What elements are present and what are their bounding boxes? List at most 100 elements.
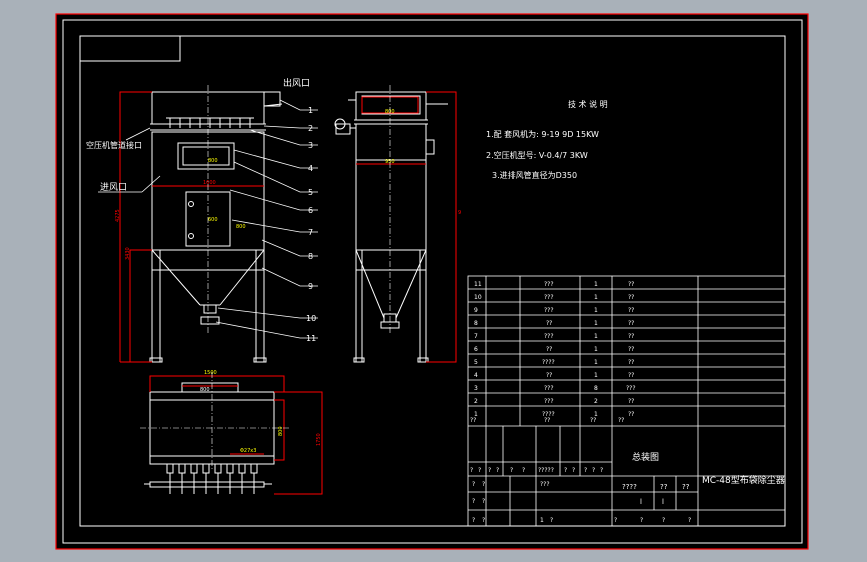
svg-text:3: 3: [474, 385, 478, 392]
table-row: 4??1??: [474, 372, 634, 379]
callout-11: 11: [306, 334, 316, 343]
callout-8: 8: [308, 252, 313, 261]
svg-text:??: ??: [546, 320, 552, 327]
table-row: 2???2??: [474, 398, 634, 405]
svg-text:??: ??: [544, 417, 550, 424]
dim-height-c: 9: [458, 210, 461, 216]
svg-text:5: 5: [474, 359, 478, 366]
table-row: 7???1??: [474, 333, 634, 340]
callout-leaders: [215, 99, 318, 339]
callout-4: 4: [308, 164, 313, 173]
callout-7: 7: [308, 228, 313, 237]
svg-text:11: 11: [474, 281, 482, 288]
scale-cell-2: ??: [660, 483, 668, 491]
svg-text:?: ?: [488, 467, 491, 474]
svg-text:?: ?: [584, 467, 587, 474]
svg-text:???: ???: [544, 307, 554, 314]
svg-text:??: ??: [628, 307, 634, 314]
svg-text:?????: ?????: [538, 467, 554, 474]
air-header-label: 空压机管道接口: [86, 140, 142, 150]
svg-text:8: 8: [594, 385, 598, 392]
svg-text:1: 1: [594, 294, 598, 301]
tech-note-1: 1.配 套风机为: 9-19 9D 15KW: [486, 129, 599, 139]
tech-note-2: 2.空压机型号: V-0.4/7 3KW: [486, 150, 588, 160]
outlet-label: 出风口: [283, 77, 310, 89]
svg-text:7: 7: [474, 333, 478, 340]
dim-door-height: 800: [236, 224, 246, 230]
svg-text:?: ?: [472, 481, 475, 488]
svg-text:??: ??: [470, 417, 476, 424]
table-row: 10???1??: [474, 294, 634, 301]
svg-text:??: ??: [546, 372, 552, 379]
side-elevation: [334, 91, 448, 363]
l-mark-2: l: [662, 498, 664, 506]
svg-text:???: ???: [540, 481, 550, 488]
title-header-row: ? ? ? ? ? ? ????? ? ? ? ? ?: [470, 467, 603, 474]
dim-plan-inner: 800: [278, 426, 284, 436]
scale-cell-3: ??: [682, 483, 690, 491]
svg-text:??: ??: [628, 398, 634, 405]
drawing-frame: [62, 19, 803, 544]
dim-height-a: 4275: [115, 209, 121, 222]
svg-text:?: ?: [478, 467, 481, 474]
dim-inlet-width: 800: [208, 158, 218, 164]
svg-text:??: ??: [628, 372, 634, 379]
callout-10: 10: [306, 314, 316, 323]
svg-text:1: 1: [594, 346, 598, 353]
svg-text:9: 9: [474, 307, 478, 314]
svg-text:2: 2: [594, 398, 598, 405]
dim-door-width: 600: [208, 217, 218, 223]
svg-text:??: ??: [628, 281, 634, 288]
svg-text:??: ??: [628, 333, 634, 340]
callout-3: 3: [308, 141, 313, 150]
svg-text:?: ?: [470, 467, 473, 474]
code-box: [79, 35, 181, 62]
svg-text:?: ?: [600, 467, 603, 474]
parts-table-rows: 11???1?? 10???1?? 9???1?? 8??1?? 7???1??…: [470, 281, 636, 424]
svg-text:2: 2: [474, 398, 478, 405]
callout-2: 2: [308, 124, 313, 133]
svg-text:??: ??: [628, 294, 634, 301]
product-name: MC-48型布袋除尘器: [702, 474, 785, 486]
dim-plan-width: 1500: [204, 370, 217, 376]
svg-text:??: ??: [546, 346, 552, 353]
svg-text:???: ???: [544, 385, 554, 392]
svg-text:????: ????: [542, 411, 555, 418]
table-row: 9??? 1??: [474, 307, 634, 314]
title-bottom-row: ? ? ? ?: [614, 517, 691, 524]
svg-text:10: 10: [474, 294, 482, 301]
svg-text:?: ?: [496, 467, 499, 474]
svg-text:?: ?: [662, 517, 665, 524]
svg-text:1: 1: [540, 517, 544, 524]
svg-text:1: 1: [594, 359, 598, 366]
l-mark-1: l: [640, 498, 642, 506]
svg-text:?: ?: [564, 467, 567, 474]
svg-text:1: 1: [474, 411, 478, 418]
svg-text:?: ?: [472, 498, 475, 505]
table-row: 6??1??: [474, 346, 634, 353]
svg-text:?: ?: [572, 467, 575, 474]
table-row: 11??? 1??: [474, 281, 634, 288]
svg-text:1: 1: [594, 281, 598, 288]
svg-text:??: ??: [628, 411, 634, 418]
svg-text:???: ???: [544, 281, 554, 288]
svg-text:?: ?: [688, 517, 691, 524]
svg-text:1: 1: [594, 320, 598, 327]
svg-text:1: 1: [594, 411, 598, 418]
svg-text:??: ??: [618, 417, 624, 424]
svg-text:??: ??: [628, 320, 634, 327]
tech-notes-title: 技 术 说 明: [568, 99, 608, 109]
svg-text:?: ?: [482, 481, 485, 488]
blow-pipe-nozzles: [166, 117, 254, 128]
svg-text:?: ?: [614, 517, 617, 524]
svg-text:6: 6: [474, 346, 478, 353]
svg-text:????: ????: [542, 359, 555, 366]
dim-pipe-spec: Φ27x3: [240, 448, 256, 454]
svg-text:8: 8: [474, 320, 478, 327]
svg-text:1: 1: [594, 307, 598, 314]
callout-1: 1: [308, 106, 313, 115]
svg-text:?: ?: [482, 498, 485, 505]
table-row: 8?? 1??: [474, 320, 634, 327]
svg-text:?: ?: [592, 467, 595, 474]
